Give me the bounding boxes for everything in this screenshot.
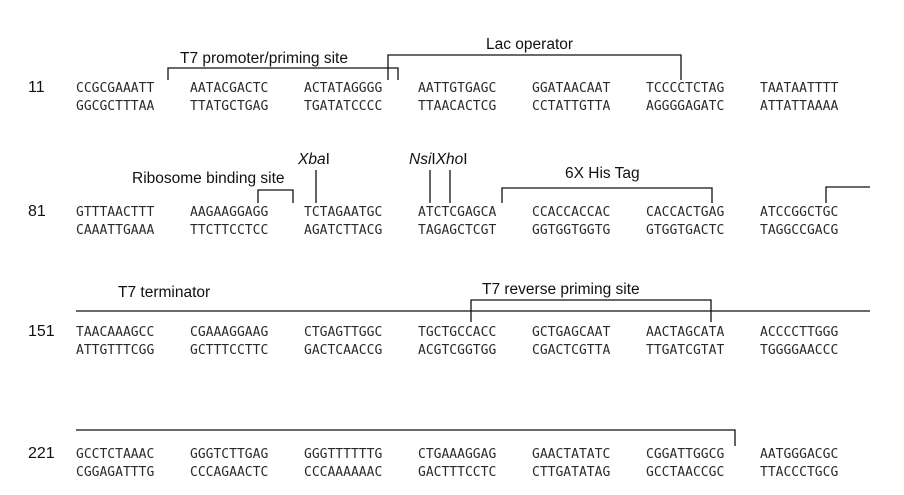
bottom-strand-segment: CCCAGAACTC xyxy=(190,465,268,480)
sequence-block-221: 221 GCCTCTAAAC GGGTCTTGAG GGGTTTTTTG CTG… xyxy=(28,445,838,480)
top-strand-segment: GAACTATATC xyxy=(532,447,610,462)
bottom-strand-segment: ATTGTTTCGG xyxy=(76,343,154,358)
lac-operator-bracket xyxy=(387,54,682,80)
top-strand-segment: CCACCACCAC xyxy=(532,205,610,220)
bottom-strand-segment: GACTCAACCG xyxy=(304,343,382,358)
bottom-strand-segment: GCTTTCCTTC xyxy=(190,343,268,358)
bottom-strand-segment: CCTATTGTTA xyxy=(532,99,610,114)
position-number: 221 xyxy=(28,445,55,462)
top-strand-segment: ATCTCGAGCA xyxy=(418,205,496,220)
nsii-xhoi-label: NsiIXhoI xyxy=(409,151,468,168)
bottom-strand-segment: AGGGGAGATC xyxy=(646,99,724,114)
feature-xbai: XbaI xyxy=(297,151,330,203)
bottom-strand-segment: CGGAGATTTG xyxy=(76,465,154,480)
feature-nsii-xhoi: NsiIXhoI xyxy=(409,151,468,203)
bottom-strand-segment: TAGGCCGACG xyxy=(760,223,838,238)
bottom-strand-segment: TGGGGAACCC xyxy=(760,343,838,358)
bottom-strand-segment: CAAATTGAAA xyxy=(76,223,154,238)
bottom-strand-segment: CCCAAAAAAC xyxy=(304,465,382,480)
feature-t7-promoter: T7 promoter/priming site xyxy=(167,50,399,80)
bottom-strand-segment: GTGGTGACTC xyxy=(646,223,724,238)
bottom-strand-segment: GGTGGTGGTG xyxy=(532,223,610,238)
bottom-strand-segment: CTTGATATAG xyxy=(532,465,610,480)
nsii-label-italic: Nsi xyxy=(409,151,432,168)
top-strand-segment: ACCCCTTGGG xyxy=(760,325,838,340)
feature-t7-reverse: T7 reverse priming site xyxy=(470,281,712,322)
t7-promoter-bracket xyxy=(167,67,399,80)
xbai-label: XbaI xyxy=(297,151,330,168)
top-strand-segment: GGGTTTTTTG xyxy=(304,447,382,462)
top-strand-segment: AATACGACTC xyxy=(190,81,268,96)
top-strand-segment: CGGATTGGCG xyxy=(646,447,724,462)
top-strand-segment: CTGAGTTGGC xyxy=(304,325,382,340)
top-strand-segment: CACCACTGAG xyxy=(646,205,724,220)
bottom-strand-segment: GGCGCTTTAA xyxy=(76,99,154,114)
position-number: 151 xyxy=(28,323,55,340)
top-strand-segment: CGAAAGGAAG xyxy=(190,325,268,340)
top-strand-segment: AATGGGACGC xyxy=(760,447,838,462)
top-strand-segment: GTTTAACTTT xyxy=(76,205,154,220)
bottom-strand-segment: TTACCCTGCG xyxy=(760,465,838,480)
position-number: 81 xyxy=(28,203,46,220)
feature-t7-terminator-end xyxy=(76,429,736,446)
nsii-label-suffix: I xyxy=(431,151,435,168)
top-strand-segment: TCTAGAATGC xyxy=(304,205,382,220)
xbai-label-italic: Xba xyxy=(297,151,326,168)
xhoi-label-suffix: I xyxy=(463,151,467,168)
bottom-strand-segment: TTGATCGTAT xyxy=(646,343,724,358)
top-strand-segment: GCCTCTAAAC xyxy=(76,447,154,462)
xhoi-label-italic: Xho xyxy=(435,151,464,168)
sequence-block-151: 151 TAACAAAGCC CGAAAGGAAG CTGAGTTGGC TGC… xyxy=(28,323,838,358)
bottom-strand-segment: TGATATCCCC xyxy=(304,99,382,114)
top-strand-segment: ACTATAGGGG xyxy=(304,81,382,96)
top-strand-segment: CTGAAAGGAG xyxy=(418,447,496,462)
bottom-strand-segment: TAGAGCTCGT xyxy=(418,223,496,238)
his-tag-label: 6X His Tag xyxy=(565,165,640,182)
xbai-label-suffix: I xyxy=(326,151,330,168)
feature-t7-terminator-start xyxy=(825,186,870,203)
bottom-strand-segment: TTAACACTCG xyxy=(418,99,496,114)
feature-his-tag: 6X His Tag xyxy=(501,165,713,203)
feature-rbs: Ribosome binding site xyxy=(132,170,294,203)
rbs-label: Ribosome binding site xyxy=(132,170,285,187)
lac-operator-label: Lac operator xyxy=(486,36,573,53)
position-number: 11 xyxy=(28,79,45,96)
top-strand-segment: TAACAAAGCC xyxy=(76,325,154,340)
top-strand-segment: AACTAGCATA xyxy=(646,325,724,340)
bottom-strand-segment: CGACTCGTTA xyxy=(532,343,610,358)
sequence-block-11: 11 CCGCGAAATT AATACGACTC ACTATAGGGG AATT… xyxy=(28,79,838,114)
bottom-strand-segment: ACGTCGGTGG xyxy=(418,343,496,358)
feature-lac-operator: Lac operator xyxy=(387,36,682,80)
bottom-strand-segment: GACTTTCCTC xyxy=(418,465,496,480)
t7-terminator-start-bracket xyxy=(825,186,870,203)
top-strand-segment: ATCCGGCTGC xyxy=(760,205,838,220)
top-strand-segment: AAGAAGGAGG xyxy=(190,205,268,220)
bottom-strand-segment: ATTATTAAAA xyxy=(760,99,838,114)
bottom-strand-segment: TTCTTCCTCC xyxy=(190,223,268,238)
t7-promoter-label: T7 promoter/priming site xyxy=(180,50,348,67)
his-tag-bracket xyxy=(501,187,713,203)
top-strand-segment: GGATAACAAT xyxy=(532,81,610,96)
top-strand-segment: GGGTCTTGAG xyxy=(190,447,268,462)
top-strand-segment: AATTGTGAGC xyxy=(418,81,496,96)
t7-reverse-bracket xyxy=(470,299,712,322)
t7-terminator-label: T7 terminator xyxy=(118,284,210,301)
t7-terminator-end-bracket xyxy=(76,429,736,446)
bottom-strand-segment: TTATGCTGAG xyxy=(190,99,268,114)
top-strand-segment: TAATAATTTT xyxy=(760,81,838,96)
top-strand-segment: CCGCGAAATT xyxy=(76,81,154,96)
top-strand-segment: TCCCCTCTAG xyxy=(646,81,724,96)
bottom-strand-segment: GCCTAACCGC xyxy=(646,465,724,480)
t7-reverse-label: T7 reverse priming site xyxy=(482,281,640,298)
feature-t7-terminator: T7 terminator xyxy=(76,284,870,312)
rbs-bracket xyxy=(257,189,294,203)
sequence-block-81: 81 GTTTAACTTT AAGAAGGAGG TCTAGAATGC ATCT… xyxy=(28,203,838,238)
top-strand-segment: GCTGAGCAAT xyxy=(532,325,610,340)
top-strand-segment: TGCTGCCACC xyxy=(418,325,496,340)
bottom-strand-segment: AGATCTTACG xyxy=(304,223,382,238)
